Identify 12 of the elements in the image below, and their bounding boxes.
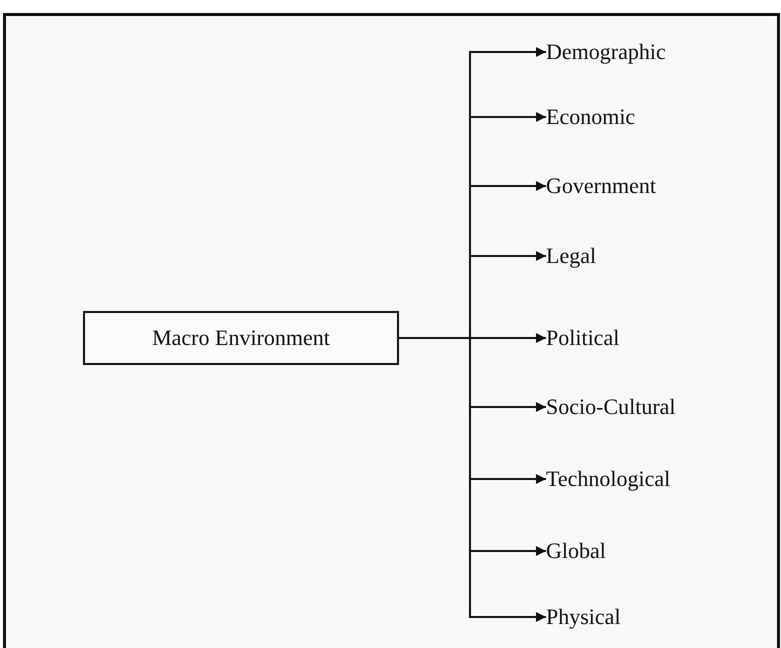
factor-label: Legal bbox=[546, 243, 596, 269]
factor-label: Global bbox=[546, 538, 606, 564]
factor-label: Government bbox=[546, 173, 656, 199]
factor-label: Technological bbox=[546, 466, 670, 492]
factor-label: Socio-Cultural bbox=[546, 394, 676, 420]
factor-label: Political bbox=[546, 325, 620, 351]
arrow bbox=[399, 337, 546, 622]
factor-label: Demographic bbox=[546, 39, 666, 65]
factor-label: Physical bbox=[546, 604, 621, 630]
process-box bbox=[83, 311, 399, 365]
factor-label: Economic bbox=[546, 104, 636, 130]
box-label: Macro Environment bbox=[152, 325, 330, 351]
